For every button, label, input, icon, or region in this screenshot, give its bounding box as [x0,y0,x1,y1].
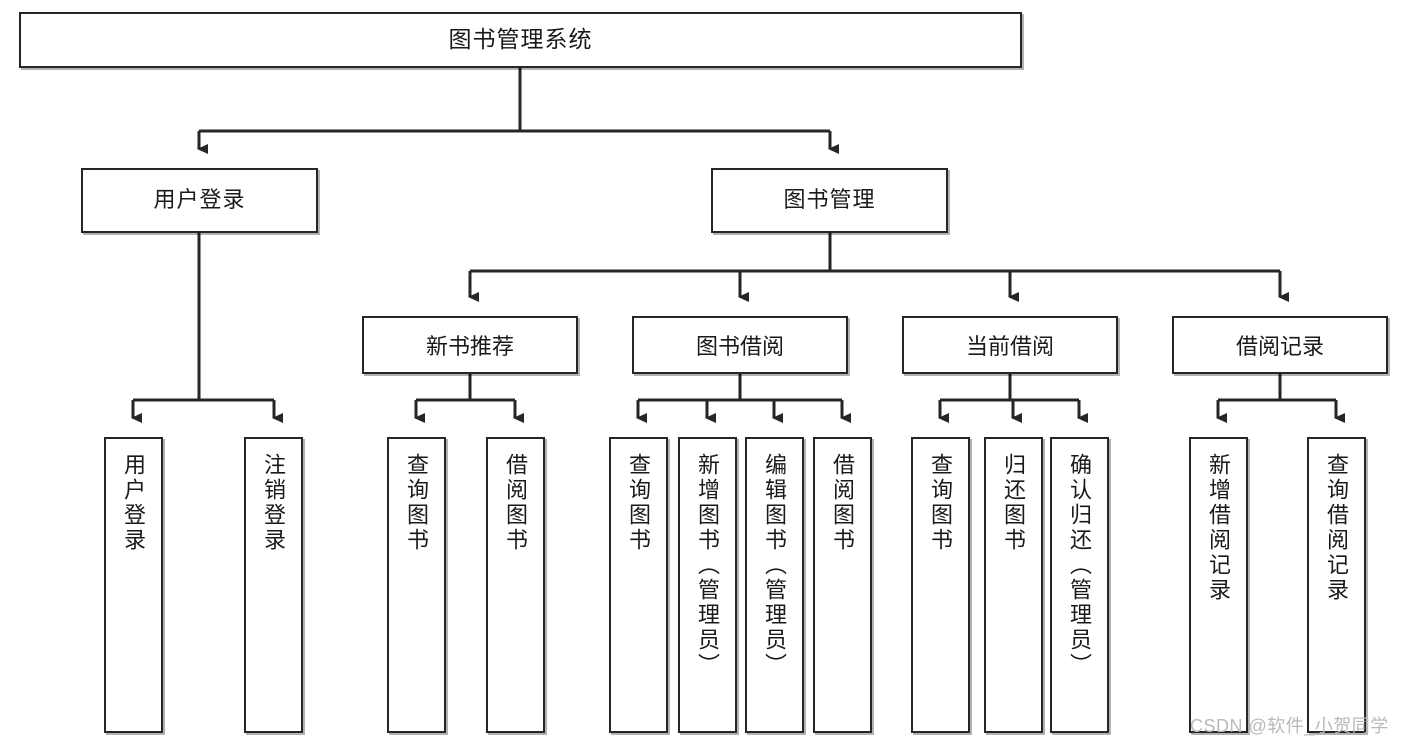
leaf-node[interactable]: 确认归还（管理员） [1050,437,1109,733]
leaf-node[interactable]: 借阅图书 [813,437,872,733]
leaf-node[interactable]: 新增借阅记录 [1189,437,1248,733]
leaf-label: 查询图书 [626,453,652,553]
node-borrow-record[interactable]: 借阅记录 [1172,316,1388,374]
node-book-borrow-label: 图书借阅 [695,334,784,359]
node-book-borrow[interactable]: 图书借阅 [632,316,848,374]
leaf-label: 查询借阅记录 [1324,453,1350,603]
leaf-label: 新增借阅记录 [1206,453,1232,603]
leaf-label: 编辑图书（管理员） [762,453,788,678]
leaf-label: 借阅图书 [830,453,856,553]
node-new-book-recommend-label: 新书推荐 [425,334,514,359]
leaf-label: 查询图书 [404,453,430,553]
node-current-borrow[interactable]: 当前借阅 [902,316,1118,374]
leaf-label: 借阅图书 [503,453,529,553]
leaf-node[interactable]: 查询图书 [609,437,668,733]
node-current-borrow-label: 当前借阅 [965,334,1054,359]
leaf-label: 注销登录 [261,453,287,553]
node-book-management-label: 图书管理 [783,187,876,213]
leaf-node[interactable]: 用户登录 [104,437,163,733]
leaf-node[interactable]: 查询图书 [387,437,446,733]
node-root-system[interactable]: 图书管理系统 [19,12,1022,68]
leaf-node[interactable]: 新增图书（管理员） [678,437,737,733]
node-borrow-record-label: 借阅记录 [1235,334,1324,359]
leaf-label: 新增图书（管理员） [695,453,721,678]
leaf-label: 归还图书 [1001,453,1027,553]
node-root-label: 图书管理系统 [448,26,593,53]
leaf-label: 查询图书 [928,453,954,553]
leaf-label: 确认归还（管理员） [1067,453,1093,678]
node-book-management[interactable]: 图书管理 [711,168,948,233]
leaf-node[interactable]: 查询借阅记录 [1307,437,1366,733]
node-user-login-label: 用户登录 [153,187,246,213]
leaf-node[interactable]: 注销登录 [244,437,303,733]
leaf-node[interactable]: 查询图书 [911,437,970,733]
node-user-login[interactable]: 用户登录 [81,168,318,233]
leaf-label: 用户登录 [121,453,147,553]
node-new-book-recommend[interactable]: 新书推荐 [362,316,578,374]
leaf-node[interactable]: 归还图书 [984,437,1043,733]
leaf-node[interactable]: 编辑图书（管理员） [745,437,804,733]
leaf-node[interactable]: 借阅图书 [486,437,545,733]
